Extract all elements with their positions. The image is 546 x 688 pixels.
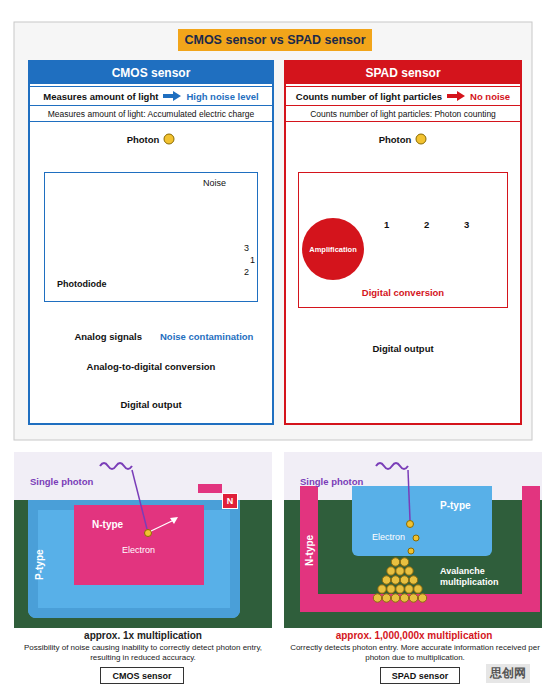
label-text: approx. 1,000,000x multiplication <box>284 630 544 641</box>
node-text: Photon <box>127 134 160 145</box>
output-step: Digital output <box>353 340 453 356</box>
title-banner: CMOS sensor vs SPAD sensor <box>178 29 372 51</box>
header-row: Measures amount of light High noise level <box>30 86 272 106</box>
header-row: Counts number of light particles No noise <box>286 86 520 106</box>
node-text: SPAD sensor <box>392 671 448 681</box>
node-text: 1 <box>384 219 389 230</box>
node-text: 2 <box>424 219 429 230</box>
label-text: Noise contamination <box>160 331 253 342</box>
arrow-symbol <box>163 91 181 101</box>
node-text: 1 <box>250 255 255 265</box>
label-text: approx. 1x multiplication <box>14 630 272 641</box>
sub-header: Measures amount of light: Accumulated el… <box>30 106 272 122</box>
node-text: Photodiode <box>57 279 107 289</box>
counting-box: 1 2 3Digital conversion Amplification <box>298 172 508 308</box>
p-type-region: P-type N-typeElectron <box>28 500 240 618</box>
sensor-tag: CMOS sensor <box>100 667 184 684</box>
title-text: CMOS sensor vs SPAD sensor <box>184 33 365 47</box>
node-text: Amplification <box>309 245 357 254</box>
node-text: Measures amount of light: Accumulated el… <box>48 109 254 119</box>
n-type-region: N-type P-typeElectron <box>300 486 540 612</box>
sensor-tag: SPAD sensor <box>380 667 460 684</box>
node-text: Counts number of light particles <box>296 91 442 102</box>
node-text: Photon <box>379 134 412 145</box>
n-contact: N <box>222 493 238 509</box>
node-text: SPAD sensor <box>286 62 520 84</box>
n-type-region: N-typeElectron <box>74 505 204 585</box>
photodiode-box: NoisePhotodiode 312 <box>44 172 258 302</box>
node-text: Electron <box>122 545 155 555</box>
node-text: 3 <box>464 219 469 230</box>
node-text: Digital output <box>120 399 181 410</box>
node-text: CMOS sensor <box>30 62 272 84</box>
node-text: N-type <box>304 535 315 566</box>
label-text: Single photon <box>300 476 363 487</box>
node-text: Electron <box>372 532 405 542</box>
node-text: CMOS sensor <box>112 671 171 681</box>
node-text: P-type <box>440 500 471 511</box>
label-text: 思创网 <box>486 664 530 683</box>
label-text: Avalanche multiplication <box>440 566 516 588</box>
node-text: Digital output <box>372 343 433 354</box>
arrow-symbol <box>447 91 465 101</box>
node-text: 2 <box>244 267 249 277</box>
photon-symbol <box>163 133 175 145</box>
node-text: P-type <box>34 549 45 580</box>
label-text: Correctly detects photon entry. More acc… <box>290 643 540 662</box>
photon-symbol <box>415 133 427 145</box>
process-step: Analog-to-digital conversion <box>66 358 236 374</box>
node-text: No noise <box>470 91 510 102</box>
node-text: Analog-to-digital conversion <box>87 361 216 372</box>
label-text: Analog signals <box>74 331 142 342</box>
node-text: Measures amount of light <box>43 91 158 102</box>
label-text: Single photon <box>30 476 93 487</box>
p-type-region: P-typeElectron <box>352 486 492 556</box>
node-text: N <box>227 496 234 506</box>
node-text: Digital conversion <box>299 287 507 298</box>
node-text: Counts number of light particles: Photon… <box>310 109 496 119</box>
sub-header: Counts number of light particles: Photon… <box>286 106 520 122</box>
output-step: Digital output <box>100 396 202 412</box>
photon-label: Photon <box>370 131 436 147</box>
label-text: Possibility of noise causing inability t… <box>20 643 266 662</box>
sensor-panel: CMOS sensorMeasures amount of light High … <box>28 60 274 425</box>
amplification-circle: Amplification <box>302 218 364 280</box>
node-text: N-type <box>92 519 123 530</box>
node-text: Noise <box>203 178 226 188</box>
node-text: 3 <box>244 243 249 253</box>
photon-label: Photon <box>118 131 184 147</box>
node-text: High noise level <box>186 91 258 102</box>
sensor-panel: SPAD sensorCounts number of light partic… <box>284 60 522 425</box>
